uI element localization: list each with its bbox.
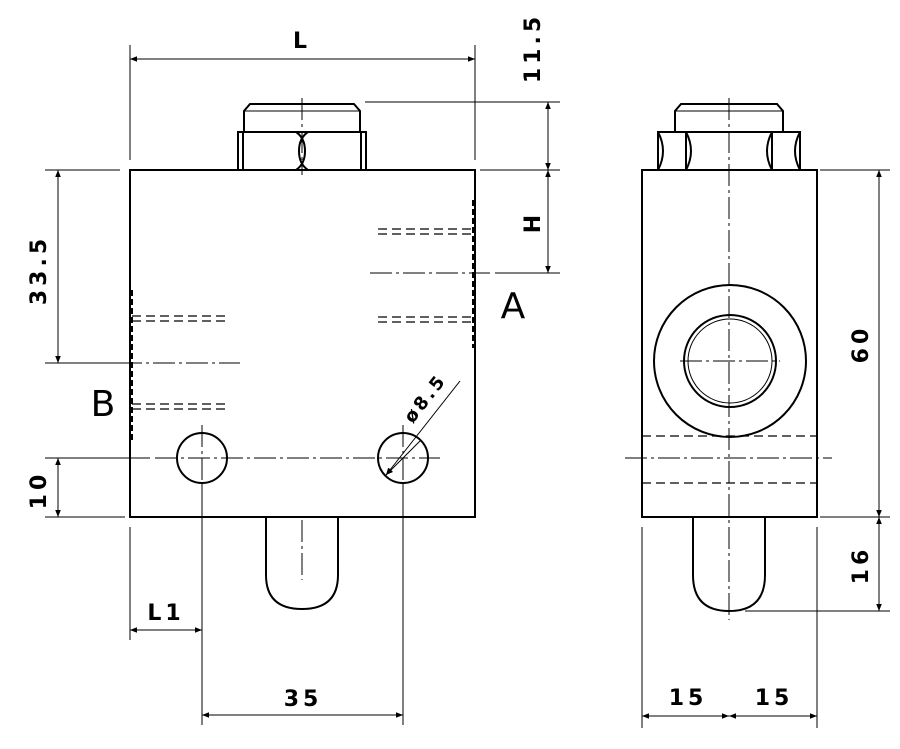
side-port-outer	[653, 284, 807, 438]
side-knob	[692, 517, 766, 613]
dim-top-offset: 11.5	[521, 13, 546, 83]
dim-half-width-left: 15	[669, 686, 708, 711]
front-view	[45, 45, 560, 725]
front-knob	[265, 517, 339, 611]
dim-half-width-right: 15	[755, 686, 794, 711]
port-a-label: A	[501, 286, 526, 327]
dim-side-height: 33.5	[27, 235, 52, 305]
port-b-lines	[120, 290, 240, 440]
dim-bottom-offset: 10	[27, 471, 52, 510]
side-view	[625, 98, 890, 728]
port-a-lines	[370, 200, 490, 348]
dim-body-height: 60	[849, 325, 874, 364]
dim-hole-diameter: ø8.5	[400, 370, 451, 427]
dim-hole-spacing: 35	[284, 687, 323, 712]
port-b-label: B	[91, 384, 116, 425]
dim-hole-offset: L1	[147, 601, 184, 626]
dim-knob-length: 16	[849, 546, 874, 585]
front-body-outline	[129, 169, 476, 518]
dim-height-label: H	[521, 211, 546, 233]
dim-width-label: L	[293, 29, 311, 54]
